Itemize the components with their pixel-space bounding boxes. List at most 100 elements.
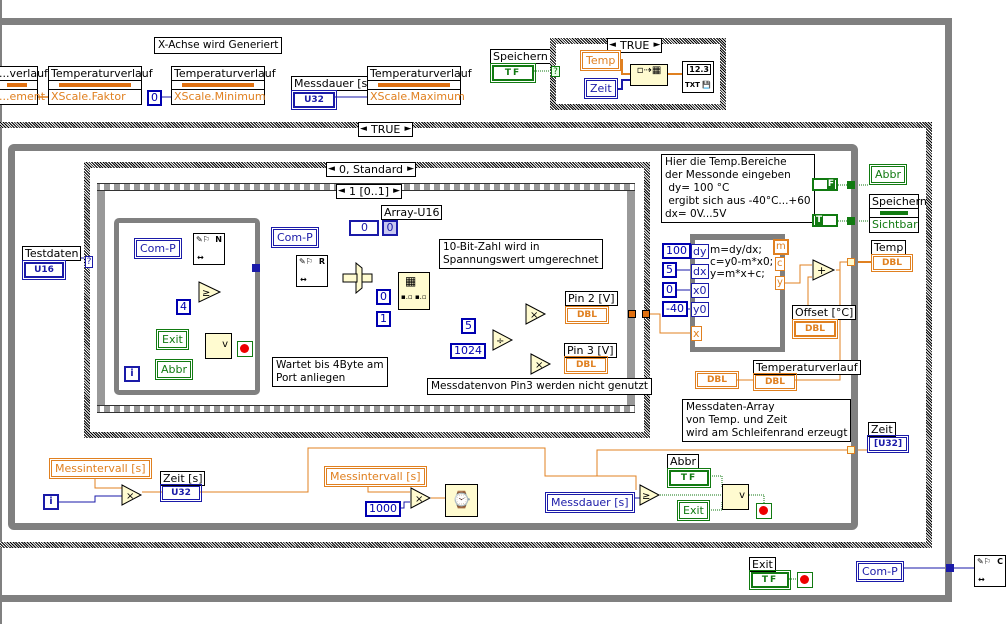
index-array-node[interactable]: ▦▪.▫ ▪.▫: [398, 272, 430, 310]
constant-0[interactable]: 0: [376, 289, 391, 305]
iteration-terminal: i: [43, 494, 59, 510]
comment-data-array: Messdaten-Array von Temp. und Zeit wird …: [682, 399, 852, 442]
visa-read-vi[interactable]: R✎⚐↔: [296, 255, 328, 287]
formula-output-y: y: [775, 276, 785, 290]
stop-condition-icon-2[interactable]: [756, 503, 772, 519]
compound-or-node-2[interactable]: v: [722, 484, 749, 510]
constant-dy[interactable]: 100: [662, 243, 691, 259]
type-cast-node[interactable]: [340, 262, 374, 294]
constant-1024[interactable]: 1024: [450, 343, 486, 359]
abbr-indicator[interactable]: Abbr: [869, 164, 908, 185]
com-p-close-control[interactable]: Com-P: [856, 561, 904, 582]
watch-icon: ⌚: [451, 490, 472, 509]
temp-label: Temp: [871, 240, 907, 255]
multiply-node-zeit[interactable]: ×: [121, 484, 143, 506]
temp-local-variable[interactable]: Temp: [580, 50, 622, 71]
constant-y0[interactable]: -40: [662, 301, 688, 317]
messintervall-local-1[interactable]: Messintervall [s]: [49, 458, 152, 479]
com-p-control[interactable]: Com-P: [134, 238, 182, 259]
r-label-icon: R: [318, 257, 325, 266]
wait-ms-node[interactable]: ⌚: [445, 484, 478, 517]
add-node[interactable]: +: [812, 259, 836, 281]
case-selector-terminal: ?: [551, 66, 560, 77]
compound-or-node[interactable]: v: [205, 333, 232, 359]
loop-tunnel: [946, 564, 954, 572]
comment-wait-bytes: Wartet bis 4Byte am Port anliegen: [272, 357, 388, 387]
case-selector-terminal: ?: [85, 256, 93, 268]
measurement-while-loop: [8, 144, 858, 530]
offset-label: Offset [°C]: [792, 305, 857, 320]
array-u16-element[interactable]: 0: [382, 220, 398, 236]
false-constant[interactable]: F: [812, 178, 838, 191]
abbr-control[interactable]: TF: [667, 468, 711, 488]
constant-zero[interactable]: 0: [147, 90, 162, 106]
dbl-constant[interactable]: DBL: [695, 371, 739, 389]
messdauer-local-variable[interactable]: Messdauer [s]: [545, 492, 635, 513]
property-node-xscale-factor[interactable]: Temperaturverlauf XScale.Faktor: [48, 66, 153, 105]
case-selector-save[interactable]: TRUE: [607, 38, 663, 53]
formula-input-y0: y0: [691, 302, 709, 317]
zeit-indicator[interactable]: [U32]: [867, 435, 909, 453]
exit-control[interactable]: TF: [749, 570, 791, 590]
sequence-selector[interactable]: 1 [0..1]: [336, 184, 403, 199]
com-p-read-control[interactable]: Com-P: [271, 227, 319, 248]
constant-1000[interactable]: 1000: [365, 501, 401, 517]
ge-icon: ≥: [642, 491, 650, 502]
true-constant[interactable]: T: [812, 214, 838, 227]
speichern-property-node[interactable]: Speichern Sichtbar: [869, 194, 927, 233]
messdauer-label: Messdauer [s]: [291, 76, 375, 91]
temp-indicator[interactable]: DBL: [871, 254, 913, 272]
speichern-control[interactable]: TF: [490, 63, 536, 83]
zeit-local-variable[interactable]: Zeit: [584, 78, 618, 99]
offset-control[interactable]: DBL: [792, 319, 838, 339]
temperaturverlauf-indicator[interactable]: DBL: [753, 373, 797, 391]
property-node-xscale-maximum[interactable]: Temperaturverlauf XScale.Maximum: [367, 66, 472, 105]
property-node-partial[interactable]: ...verlauf ...ement: [0, 66, 48, 105]
write-to-spreadsheet-file-vi[interactable]: 12.3 TXT 💾: [682, 61, 714, 93]
case-selector-main[interactable]: TRUE: [358, 122, 414, 137]
constant-4[interactable]: 4: [176, 299, 191, 315]
testdaten-control[interactable]: U16: [22, 260, 66, 280]
formula-input-x0: x0: [691, 283, 709, 298]
stop-condition-icon[interactable]: [237, 341, 253, 357]
zeit-label: Zeit: [868, 422, 896, 437]
multiply-node-pin2[interactable]: ×: [525, 303, 547, 325]
pin2-indicator[interactable]: DBL: [565, 306, 609, 324]
comment-pin3: Messdatenvon Pin3 werden nicht genutzt: [427, 378, 653, 395]
case-tunnel: [642, 310, 650, 318]
property-node-xscale-minimum[interactable]: Temperaturverlauf XScale.Minimum: [171, 66, 276, 105]
build-array-node[interactable]: ▫⇢▦: [630, 64, 668, 86]
ge-icon: ≥: [202, 288, 210, 299]
array-u16-label: Array-U16: [381, 205, 443, 220]
multiply-node-wait[interactable]: ×: [410, 487, 432, 509]
sequence-tunnel: [628, 310, 636, 318]
exit-local-variable[interactable]: Exit: [156, 329, 189, 350]
constant-5[interactable]: 5: [461, 318, 476, 334]
pin3-indicator[interactable]: DBL: [564, 356, 608, 374]
constant-dx[interactable]: 5: [662, 262, 677, 278]
case-selector-standard[interactable]: 0, Standard: [326, 162, 417, 177]
divide-node[interactable]: ÷: [492, 329, 514, 351]
greater-equal-node[interactable]: ≥: [198, 281, 222, 303]
exit-label: Exit: [749, 557, 776, 572]
array-u16-index[interactable]: 0: [349, 220, 379, 236]
number-format-label: 12.3: [687, 64, 711, 75]
visa-bytes-at-port-vi[interactable]: N✎⚐↔: [193, 233, 225, 265]
visa-close-vi[interactable]: C✎⚐↔: [974, 555, 1006, 587]
divide-icon: ÷: [496, 336, 504, 347]
comment-temp-range: Hier die Temp.Bereiche der Messonde eing…: [661, 154, 815, 223]
stop-condition-icon-3[interactable]: [797, 572, 813, 588]
zeit-s-indicator[interactable]: U32: [160, 484, 202, 502]
greater-equal-node-2[interactable]: ≥: [639, 484, 661, 506]
speichern-label: Speichern: [490, 49, 551, 64]
temperaturverlauf-label: Temperaturverlauf: [753, 360, 861, 375]
abbr-local-variable[interactable]: Abbr: [155, 359, 194, 380]
plus-icon: +: [817, 264, 826, 277]
exit-local-variable-2[interactable]: Exit: [677, 500, 710, 521]
messdauer-control[interactable]: U32: [291, 90, 337, 110]
constant-x0[interactable]: 0: [662, 282, 677, 298]
constant-1[interactable]: 1: [376, 311, 391, 327]
build-array-icon: ▫⇢▦: [636, 65, 662, 76]
multiply-node-pin3[interactable]: ×: [530, 353, 552, 375]
messintervall-local-2[interactable]: Messintervall [s]: [324, 466, 427, 487]
